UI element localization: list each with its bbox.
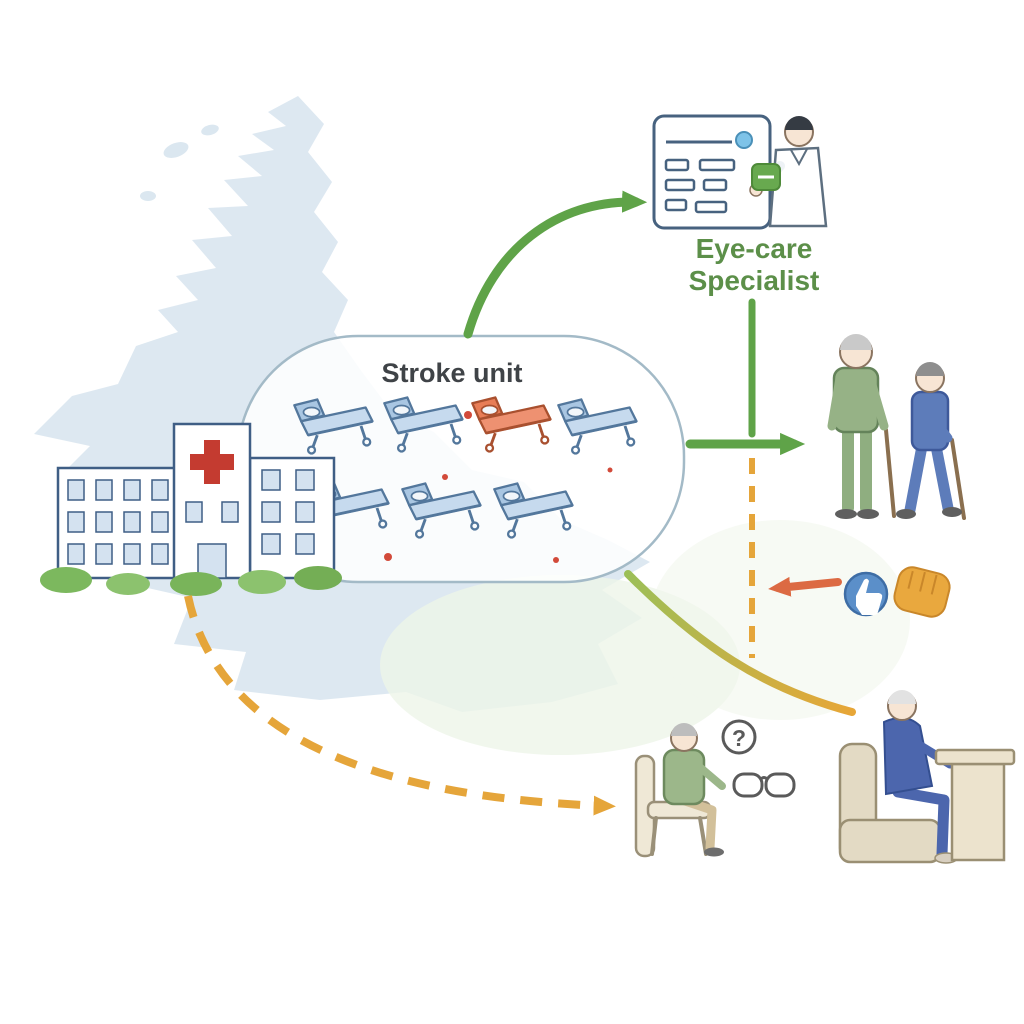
seated-patient-desk (838, 690, 1016, 864)
hospital-windows-right (261, 469, 315, 555)
thumb-glyph (856, 578, 883, 615)
question-mark-badge: ? (721, 719, 757, 755)
patient-green (827, 334, 896, 519)
stroke-unit-label: Stroke unit (381, 358, 522, 388)
map-island (201, 124, 219, 136)
question-mark-text: ? (732, 725, 746, 751)
checklist-icon (664, 131, 753, 214)
red-cross-icon (190, 440, 234, 484)
seated-patient-question (634, 723, 726, 858)
eye-care-label-line1: Eye-care (696, 233, 813, 264)
patient-blue (896, 362, 966, 520)
curve-to-desk-patient (624, 570, 856, 716)
doctor-figure (749, 116, 828, 228)
hospital-building (40, 422, 342, 596)
hospital-windows-tower (185, 501, 239, 523)
eye-care-label-line2: Specialist (689, 265, 820, 296)
hospital-windows-left (67, 479, 169, 565)
feedback-arrow (768, 576, 842, 597)
bushes (40, 566, 342, 596)
dashed-curve-hospital-to-waiting-patient (184, 595, 616, 816)
arrow-stroke-unit-to-specialist (463, 190, 648, 339)
map-island (140, 191, 156, 201)
green-wash (650, 520, 910, 720)
map-island (163, 142, 189, 158)
desk (934, 748, 1016, 862)
patients-group (827, 334, 966, 520)
glasses-icon (732, 772, 796, 798)
doctor-hair (785, 116, 813, 130)
thumbs-up-icon (843, 566, 951, 618)
